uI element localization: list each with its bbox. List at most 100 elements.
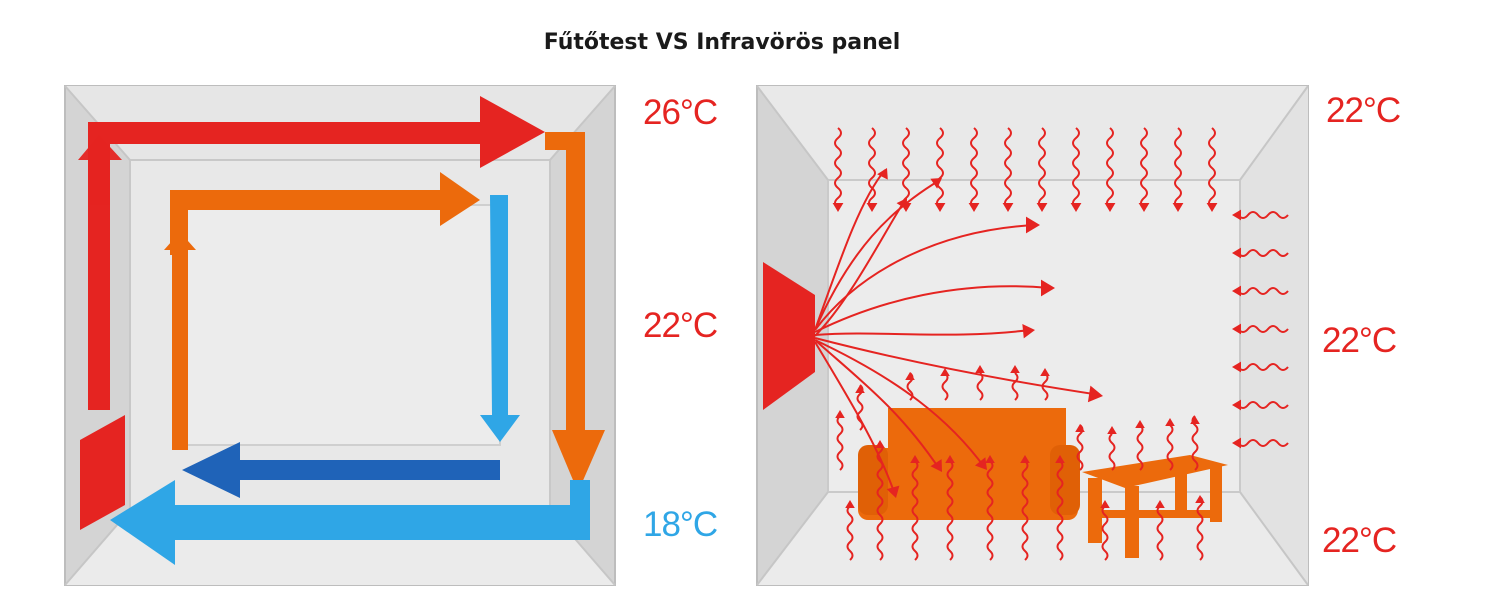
infrared-wave-up xyxy=(976,372,984,401)
sofa-icon xyxy=(858,408,1080,520)
wave-arrowhead xyxy=(1020,455,1030,463)
infrared-wave-up xyxy=(1011,372,1019,401)
wave-arrowhead xyxy=(1026,216,1040,234)
infrared-wave-up xyxy=(1021,460,1029,561)
wave-arrowhead xyxy=(1055,455,1065,463)
infrared-waves xyxy=(814,127,1289,561)
wave-arrowhead xyxy=(1041,279,1055,297)
wave-arrowhead xyxy=(910,455,920,463)
infrared-wave-up xyxy=(1101,505,1109,561)
left-room xyxy=(64,85,616,586)
wave-arrowhead xyxy=(875,440,885,448)
infrared-wave-up xyxy=(836,415,844,471)
wave-arrowhead xyxy=(1135,420,1145,428)
wave-arrowhead xyxy=(1232,285,1241,297)
infrared-ray xyxy=(814,329,1031,336)
wave-arrowhead xyxy=(1107,426,1117,434)
infrared-wave-left xyxy=(1237,287,1289,295)
infrared-wave-down xyxy=(1004,127,1012,209)
wave-arrowhead xyxy=(1206,203,1218,212)
infrared-wave-up xyxy=(941,372,949,401)
infrared-ray xyxy=(814,341,896,496)
infrared-wave-down xyxy=(1140,127,1148,209)
infrared-wave-down xyxy=(970,127,978,209)
wave-arrowhead xyxy=(1232,399,1241,411)
wave-arrowhead xyxy=(1002,203,1014,212)
wave-arrowhead xyxy=(1075,424,1085,432)
wave-arrowhead xyxy=(1100,500,1110,508)
wave-arrowhead xyxy=(877,168,888,180)
table-icon xyxy=(1082,455,1228,558)
infrared-wave-up xyxy=(1166,424,1174,471)
infrared-ray xyxy=(814,179,941,331)
wave-arrowhead xyxy=(845,500,855,508)
wave-arrowhead xyxy=(985,455,995,463)
infrared-wave-left xyxy=(1237,363,1289,371)
cool-air-arrow-bottom xyxy=(110,480,590,565)
wave-arrowhead xyxy=(832,203,844,212)
wave-arrowhead xyxy=(896,198,907,210)
wave-arrowhead xyxy=(1232,323,1241,335)
radiator-icon xyxy=(80,415,125,530)
wave-arrowhead xyxy=(974,457,987,470)
right-room-ceiling xyxy=(757,86,1308,180)
infrared-wave-down xyxy=(1072,127,1080,209)
wave-arrowhead xyxy=(1010,365,1020,373)
cool-air-arrow-inner-right xyxy=(480,195,520,442)
temp-label-left-middle: 22°C xyxy=(643,306,718,345)
infrared-wave-left xyxy=(1237,325,1289,333)
wave-arrowhead xyxy=(1232,361,1241,373)
infrared-wave-up xyxy=(946,460,954,561)
warm-air-arrow-right xyxy=(545,132,605,492)
wave-arrowhead xyxy=(1165,418,1175,426)
page-title: Fűtőtest VS Infravörös panel xyxy=(543,30,901,55)
infrared-ray xyxy=(814,285,1051,333)
infrared-wave-up xyxy=(1191,415,1199,471)
temp-label-left-top: 26°C xyxy=(643,93,718,132)
infrared-wave-left xyxy=(1237,211,1289,219)
infrared-wave-up xyxy=(1156,505,1164,561)
wave-arrowhead xyxy=(975,365,985,373)
infrared-wave-down xyxy=(834,127,842,209)
infrared-wave-up xyxy=(1196,496,1204,561)
infrared-ray xyxy=(814,339,986,469)
infrared-wave-down xyxy=(1208,127,1216,209)
wave-arrowhead xyxy=(968,203,980,212)
wave-arrowhead xyxy=(934,203,946,212)
infrared-wave-down xyxy=(1174,127,1182,209)
infrared-ray xyxy=(814,169,886,331)
wave-arrowhead xyxy=(1232,209,1241,221)
wave-arrowhead xyxy=(1087,385,1103,403)
wave-arrowhead xyxy=(1022,324,1035,339)
wave-arrowhead xyxy=(1195,495,1205,503)
wave-arrowhead xyxy=(1070,203,1082,212)
wave-arrowhead xyxy=(1172,203,1184,212)
right-room xyxy=(756,85,1309,586)
wave-arrowhead xyxy=(886,485,900,498)
infrared-wave-down xyxy=(936,127,944,209)
wave-arrowhead xyxy=(930,178,942,189)
infrared-ray xyxy=(814,337,1101,396)
wave-arrowhead xyxy=(1104,203,1116,212)
wave-arrowhead xyxy=(945,455,955,463)
wave-arrowhead xyxy=(1138,203,1150,212)
cold-air-arrow-inner-bottom xyxy=(182,442,500,498)
wave-arrowhead xyxy=(940,368,950,376)
temp-label-right-middle: 22°C xyxy=(1322,321,1397,360)
infrared-wave-up xyxy=(986,460,994,561)
infrared-wave-left xyxy=(1237,249,1289,257)
infrared-ray xyxy=(814,224,1036,331)
infrared-wave-down xyxy=(902,127,910,209)
infrared-wave-down xyxy=(868,127,876,209)
infrared-wave-up xyxy=(846,505,854,561)
wave-arrowhead xyxy=(1036,203,1048,212)
warm-air-arrow-inner-top xyxy=(170,172,480,255)
infrared-wave-left xyxy=(1237,401,1289,409)
infrared-wave-up xyxy=(1136,424,1144,471)
wave-arrowhead xyxy=(866,203,878,212)
wave-arrowhead xyxy=(930,459,942,472)
wave-arrowhead xyxy=(1155,500,1165,508)
wave-arrowhead xyxy=(1232,247,1241,259)
infrared-wave-up xyxy=(911,460,919,561)
